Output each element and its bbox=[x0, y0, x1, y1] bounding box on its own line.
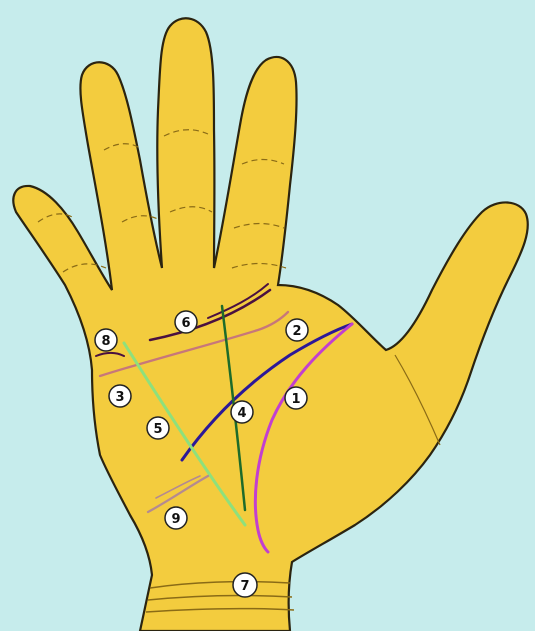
marker-9-label: 9 bbox=[171, 512, 180, 527]
marker-6: 6 bbox=[175, 311, 197, 333]
marker-3: 3 bbox=[109, 385, 131, 407]
marker-5: 5 bbox=[147, 417, 169, 439]
marker-7: 7 bbox=[233, 573, 257, 597]
marker-8: 8 bbox=[95, 329, 117, 351]
marker-9: 9 bbox=[165, 507, 187, 529]
marker-4-label: 4 bbox=[237, 406, 246, 421]
marker-2-label: 2 bbox=[292, 324, 301, 339]
marker-1-label: 1 bbox=[291, 392, 300, 407]
marker-2: 2 bbox=[286, 319, 308, 341]
marker-6-label: 6 bbox=[181, 316, 190, 331]
marker-4: 4 bbox=[231, 401, 253, 423]
marker-8-label: 8 bbox=[101, 334, 110, 349]
marker-1: 1 bbox=[285, 387, 307, 409]
marker-7-label: 7 bbox=[240, 579, 249, 594]
marker-3-label: 3 bbox=[115, 390, 124, 405]
marker-5-label: 5 bbox=[153, 422, 162, 437]
